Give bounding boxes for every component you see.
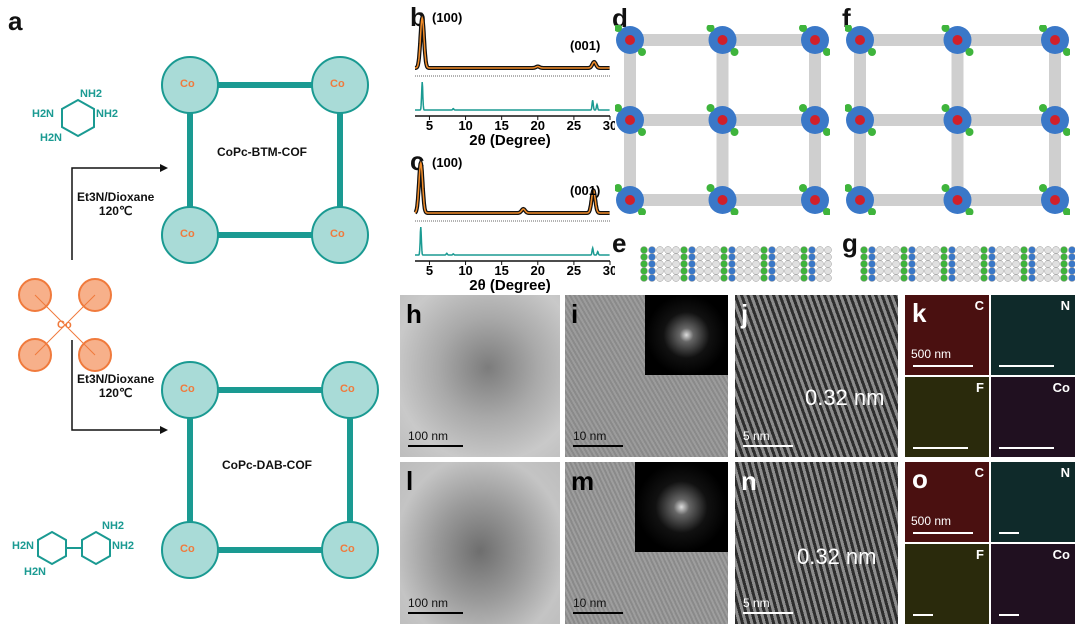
x-tick-label: 5 xyxy=(426,118,433,133)
panel-label-d: d xyxy=(612,3,628,33)
panel-label-h: h xyxy=(406,299,422,329)
panel-label-o: o xyxy=(912,464,928,494)
panel-label-e: e xyxy=(612,228,627,258)
eds-map-n: N xyxy=(991,295,1075,375)
eds-map-f: F xyxy=(905,377,989,457)
amine-label: H2N xyxy=(24,566,47,578)
reaction-arrows xyxy=(71,164,168,434)
peak-label-100: (100) xyxy=(432,10,462,25)
hrtem-image-m: m 10 nm xyxy=(565,462,728,624)
amine-label: NH2 xyxy=(80,88,103,100)
x-tick-label: 10 xyxy=(458,263,472,278)
scale-bar: 5 nm xyxy=(743,596,793,614)
eds-map-n: N xyxy=(991,462,1075,542)
amine-label: NH2 xyxy=(102,520,125,532)
amine-label: H2N xyxy=(40,132,63,144)
amine-label: H2N xyxy=(12,540,35,552)
lattice-spacing-label: 0.32 nm xyxy=(805,385,885,410)
dab-monomer: H2N H2N NH2 NH2 xyxy=(12,520,142,580)
x-axis-label: 2θ (Degree) xyxy=(469,132,550,149)
simulated-pattern xyxy=(415,226,610,256)
scale-bar: 5 nm xyxy=(743,429,793,447)
panel-label-k: k xyxy=(912,298,927,328)
scale-bar: 10 nm xyxy=(573,596,623,614)
x-tick-label: 15 xyxy=(494,263,508,278)
cobalt-label: Co xyxy=(57,319,72,331)
panel-label-f: f xyxy=(842,3,851,33)
peak-label-001: (001) xyxy=(570,183,600,198)
lattice-spacing-label: 0.32 nm xyxy=(797,544,877,569)
cof-name-dab: CoPc-DAB-COF xyxy=(222,458,312,472)
panel-label-a: a xyxy=(8,6,23,36)
cof-name-btm: CoPc-BTM-COF xyxy=(217,145,307,159)
cobalt-label: Co xyxy=(330,78,345,90)
peak-label-100: (100) xyxy=(432,155,462,170)
x-axis-label: 2θ (Degree) xyxy=(469,277,550,294)
btm-cof-structure xyxy=(161,56,369,264)
panel-label-l: l xyxy=(406,466,414,496)
amine-label: NH2 xyxy=(96,108,119,120)
cobalt-label: Co xyxy=(180,543,195,555)
dab-cof-stacking-model xyxy=(860,246,1075,282)
fft-inset xyxy=(645,295,728,375)
hrtem-image-j: j 0.32 nm 5 nm xyxy=(735,295,898,457)
peak-label-001: (001) xyxy=(570,38,600,53)
fft-inset xyxy=(635,462,728,552)
panel-label-g: g xyxy=(842,228,858,258)
cobalt-label: Co xyxy=(180,228,195,240)
x-tick-label: 20 xyxy=(531,263,545,278)
hrtem-image-i: i 10 nm xyxy=(565,295,728,457)
tem-image-h: h 100 nm xyxy=(400,295,560,457)
btm-cof-stacking-model xyxy=(640,246,832,282)
cobalt-label: Co xyxy=(330,228,345,240)
eds-map-f: F xyxy=(905,544,989,624)
copc-monomer: Co xyxy=(5,265,125,385)
fitted-pattern xyxy=(414,160,610,214)
dab-cof-spacefill-model xyxy=(845,25,1070,215)
x-tick-label: 5 xyxy=(426,263,433,278)
btm-cof-spacefill-model xyxy=(615,25,830,215)
x-tick-label: 25 xyxy=(567,118,581,133)
scale-bar: 100 nm xyxy=(408,596,463,614)
scale-bar: 10 nm xyxy=(573,429,623,447)
amine-label: H2N xyxy=(32,108,55,120)
panel-label-i: i xyxy=(571,299,579,329)
eds-map-co: Co xyxy=(991,377,1075,457)
tem-image-l: l 100 nm xyxy=(400,462,560,624)
btm-monomer: NH2 H2N NH2 H2N xyxy=(32,88,119,148)
x-tick-label: 10 xyxy=(458,118,472,133)
x-tick-label: 30 xyxy=(603,263,615,278)
eds-map-co: Co xyxy=(991,544,1075,624)
x-tick-label: 15 xyxy=(494,118,508,133)
cobalt-label: Co xyxy=(340,543,355,555)
x-tick-label: 25 xyxy=(567,263,581,278)
simulated-pattern xyxy=(415,81,610,111)
panel-label-n: n xyxy=(741,466,757,496)
hrtem-image-n: n 0.32 nm 5 nm xyxy=(735,462,898,624)
fitted-pattern xyxy=(415,15,610,69)
x-tick-label: 30 xyxy=(603,118,615,133)
cobalt-label: Co xyxy=(180,78,195,90)
panel-label-m: m xyxy=(571,466,595,496)
panel-label-j: j xyxy=(741,299,749,329)
dab-cof-structure xyxy=(161,361,379,579)
cobalt-label: Co xyxy=(180,383,195,395)
x-tick-label: 20 xyxy=(531,118,545,133)
amine-label: NH2 xyxy=(112,540,135,552)
scale-bar: 100 nm xyxy=(408,429,463,447)
cobalt-label: Co xyxy=(340,383,355,395)
